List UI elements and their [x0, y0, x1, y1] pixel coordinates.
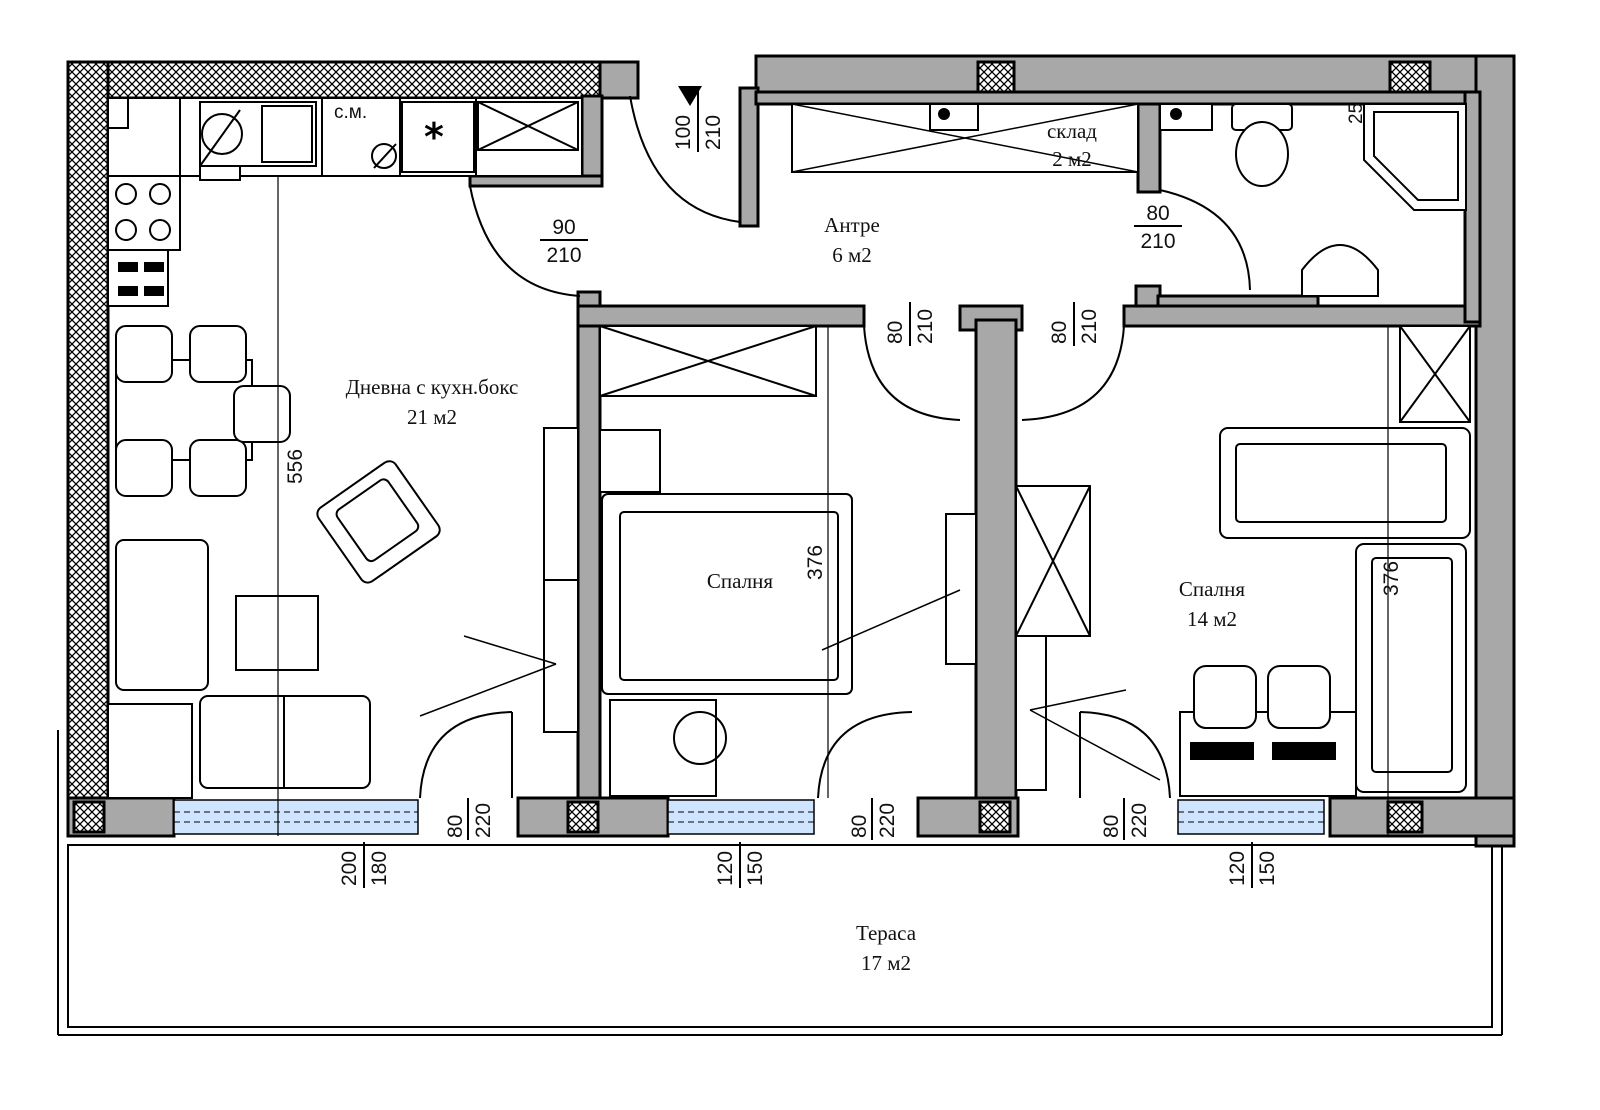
- chair-icon: [233, 385, 291, 443]
- window-bed1-height: 150: [744, 851, 767, 886]
- bed2-depth: 376: [1380, 561, 1403, 596]
- door-terrace-bed1-width: 80: [848, 815, 871, 838]
- living-furniture: [107, 176, 579, 836]
- door-bedroom1-width: 80: [884, 321, 907, 344]
- terrace: [57, 730, 1503, 1036]
- window-bed2-height: 150: [1256, 851, 1279, 886]
- door-living-width: 90: [552, 216, 575, 239]
- exterior-walls: [66, 54, 1516, 848]
- washbasin-icon: [1301, 244, 1379, 297]
- hall-area: 6 м2: [832, 243, 872, 267]
- boiler-icon: [1159, 103, 1213, 131]
- door-terrace-bed1: [817, 711, 913, 799]
- door-bathroom: [1159, 189, 1251, 291]
- bedroom1-name: Спалня: [707, 569, 773, 593]
- window-living-height: 180: [368, 851, 391, 886]
- bedroom2-furniture: [1015, 325, 1471, 836]
- living-name: Дневна с кухн.бокс: [346, 375, 519, 399]
- fridge-symbol: *: [424, 115, 444, 159]
- door-terrace-living-width: 80: [444, 815, 467, 838]
- door-entrance: [629, 95, 741, 223]
- chair-icon: [1267, 665, 1331, 729]
- storage-name: склад: [1047, 119, 1097, 143]
- room-labels: Дневна с кухн.бокс 21 м2 Антре 6 м2 скла…: [346, 119, 1246, 975]
- bedroom2-name: Спалня: [1179, 577, 1245, 601]
- door-terrace-bed1-height: 220: [876, 803, 899, 838]
- hall-name: Антре: [824, 213, 880, 237]
- washing-machine-label: с.м.: [334, 102, 367, 123]
- door-bathroom-width: 80: [1146, 202, 1169, 225]
- door-bedroom1: [863, 325, 961, 421]
- door-bathroom-height: 210: [1140, 230, 1175, 253]
- coffee-table: [235, 595, 319, 671]
- door-entrance-height: 210: [702, 115, 725, 150]
- door-terrace-living-height: 220: [472, 803, 495, 838]
- hall-fixtures: [791, 103, 1467, 297]
- door-dimensions: 90 210 80 210 100 210 80 210 80 210 80 2…: [444, 86, 1182, 840]
- door-entrance-width: 100: [672, 115, 695, 150]
- chair-icon: [115, 439, 173, 497]
- window-living-width: 200: [338, 851, 361, 886]
- terrace-area: 17 м2: [861, 951, 911, 975]
- sofa-icon: [115, 539, 209, 691]
- toilet-icon: [1231, 103, 1293, 187]
- fridge-icon: [401, 101, 475, 173]
- living-depth: 556: [284, 449, 307, 484]
- bedroom2-area: 14 м2: [1187, 607, 1237, 631]
- chair-icon: [189, 325, 247, 383]
- armchair-icon: [316, 460, 441, 584]
- chair-icon: [189, 439, 247, 497]
- window-bed1-width: 120: [714, 851, 737, 886]
- door-living-height: 210: [546, 244, 581, 267]
- bath-partial-label: 25: [1346, 103, 1367, 124]
- window-bed2-width: 120: [1226, 851, 1249, 886]
- window-dimensions: 200 180 120 150 120 150: [338, 842, 1279, 888]
- boiler-icon: [929, 103, 979, 131]
- washing-machine-icon: [371, 143, 397, 169]
- door-terrace-living: [419, 711, 513, 799]
- kitchen: с.м. *: [107, 97, 583, 307]
- door-terrace-bed2: [1079, 711, 1171, 799]
- windows: [173, 799, 1325, 835]
- bed1-depth: 376: [804, 545, 827, 580]
- door-bedroom2-height: 210: [1078, 309, 1101, 344]
- terrace-name: Тераса: [856, 921, 917, 945]
- door-terrace-bed2-height: 220: [1128, 803, 1151, 838]
- door-bedroom2: [1021, 325, 1125, 421]
- shower-icon: [1363, 103, 1467, 211]
- depth-dimensions: 556 376 376 25: [284, 103, 1403, 596]
- door-bedroom2-width: 80: [1048, 321, 1071, 344]
- doors: [419, 86, 1251, 799]
- entrance-arrow-icon: [678, 86, 702, 106]
- door-terrace-bed2-width: 80: [1100, 815, 1123, 838]
- interior-walls: [468, 86, 1482, 800]
- storage-area: 2 м2: [1052, 147, 1092, 171]
- bedroom1-furniture: [599, 325, 977, 798]
- living-area: 21 м2: [407, 405, 457, 429]
- door-living: [469, 185, 581, 297]
- chair-icon: [1193, 665, 1257, 729]
- chair-icon: [115, 325, 173, 383]
- door-bedroom1-height: 210: [914, 309, 937, 344]
